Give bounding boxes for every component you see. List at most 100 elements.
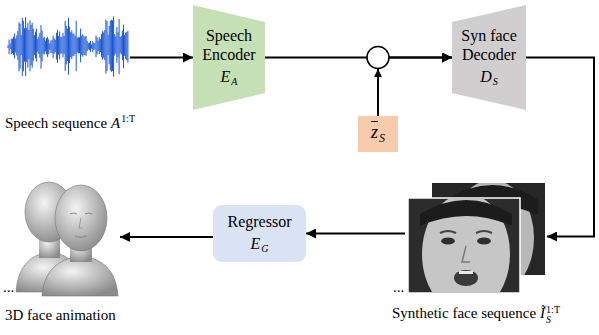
wave-sample — [83, 36, 84, 55]
figure-caption: 3D face animation — [5, 306, 116, 324]
wave-sample — [68, 18, 69, 75]
wave-sample — [89, 42, 90, 50]
wave-sample — [101, 34, 102, 57]
wave-sample — [47, 37, 48, 57]
wave-sample — [100, 39, 101, 52]
wave-sample — [35, 32, 36, 59]
wave-sample — [113, 16, 114, 76]
wave-sample — [70, 32, 71, 57]
wave-sample — [42, 31, 43, 62]
wave-sample — [71, 30, 72, 59]
face-frame-front — [408, 194, 520, 314]
wave-sample — [85, 37, 86, 55]
illustration-node: Speech sequenceA1:T — [5, 5, 130, 90]
text-block: Syn face DecoderDS — [456, 27, 522, 87]
wave-sample — [56, 33, 57, 60]
wave-sample — [43, 38, 44, 54]
wave-sample — [10, 44, 11, 50]
wave-sample — [61, 37, 62, 54]
wave-sample — [48, 39, 49, 54]
wave-sample — [57, 30, 58, 63]
wave-sample — [81, 36, 82, 55]
wave-sample — [80, 29, 81, 63]
trapezoid-outline — [452, 5, 526, 110]
wave-sample — [9, 40, 10, 55]
wave-sample — [15, 39, 16, 53]
connector-arrow — [120, 236, 213, 238]
wave-sample — [122, 30, 123, 60]
wave-sample — [69, 27, 70, 63]
wave-sample — [41, 25, 42, 69]
connector-arrow — [306, 233, 405, 235]
text-area: Syn face DecoderDS — [452, 5, 526, 110]
wave-sample — [116, 27, 117, 63]
wave-sample — [124, 35, 125, 56]
wave-sample — [22, 18, 23, 76]
wave-sample — [66, 26, 67, 65]
text-block: zS — [371, 122, 385, 145]
illustration-node: Synthetic face sequenceĨ1:TS — [405, 180, 547, 293]
wave-sample — [97, 37, 98, 54]
network-block: Syn face DecoderDS — [452, 5, 526, 110]
wave-sample — [114, 34, 115, 55]
math-symbol: DS — [480, 68, 498, 88]
math-symbol: A1:T — [111, 115, 135, 131]
wave-sample — [65, 21, 66, 71]
wave-sample — [50, 41, 51, 53]
wave-sample — [103, 32, 104, 57]
wave-sample — [127, 31, 128, 63]
wave-sample — [88, 43, 89, 49]
wave-sample — [107, 21, 108, 71]
wave-sample — [60, 37, 61, 54]
wave-sample — [102, 31, 103, 60]
math-symbol: EG — [250, 235, 268, 255]
wave-sample — [120, 37, 121, 53]
wave-sample — [14, 33, 15, 58]
wave-sample — [12, 39, 13, 53]
text-block: Speech EncoderEA — [197, 27, 261, 87]
wave-sample — [115, 36, 116, 53]
wave-sample — [108, 35, 109, 55]
text-area: Speech EncoderEA — [193, 5, 265, 110]
wave-sample — [72, 33, 73, 56]
wave-sample — [27, 23, 28, 68]
process-box: RegressorEG — [213, 205, 306, 262]
figure-caption: Synthetic face sequenceĨ1:TS — [392, 304, 560, 325]
wave-sample — [38, 37, 39, 54]
wave-sample — [53, 36, 54, 59]
wave-sample — [8, 45, 9, 48]
wave-sample — [26, 28, 27, 62]
connector-arrow — [526, 58, 594, 237]
wave-sample — [54, 38, 55, 54]
arrow-head — [374, 69, 382, 77]
network-block: Speech EncoderEA — [193, 5, 265, 110]
wave-sample — [98, 40, 99, 51]
block-title: Regressor — [228, 213, 292, 231]
wave-sample — [79, 37, 80, 53]
figure-caption: Speech sequenceA1:T — [5, 113, 135, 132]
wave-sample — [37, 39, 38, 52]
wave-sample — [64, 36, 65, 54]
math-symbol: Ĩ1:TS — [540, 305, 560, 321]
wave-sample — [118, 32, 119, 57]
illustration-node: 3D face animation — [5, 178, 120, 296]
wave-sample — [126, 32, 127, 60]
block-title: Speech Encoder — [197, 27, 261, 64]
script-stack: 1:TS — [546, 305, 560, 325]
process-box: zS — [358, 116, 398, 152]
wave-sample — [86, 36, 87, 56]
wave-sample — [75, 36, 76, 54]
wave-sample — [111, 20, 112, 72]
ellipsis-label: ... — [3, 280, 14, 295]
connector-arrow — [130, 57, 193, 59]
wave-sample — [92, 41, 93, 52]
math-base: E — [250, 235, 260, 252]
concat-circle — [367, 47, 389, 69]
wave-sample — [31, 25, 32, 65]
math-base: D — [480, 68, 492, 85]
wave-sample — [82, 34, 83, 56]
wave-sample — [23, 21, 24, 71]
wave-sample — [11, 39, 12, 54]
wave-sample — [20, 24, 21, 69]
wave-sample — [39, 33, 40, 58]
